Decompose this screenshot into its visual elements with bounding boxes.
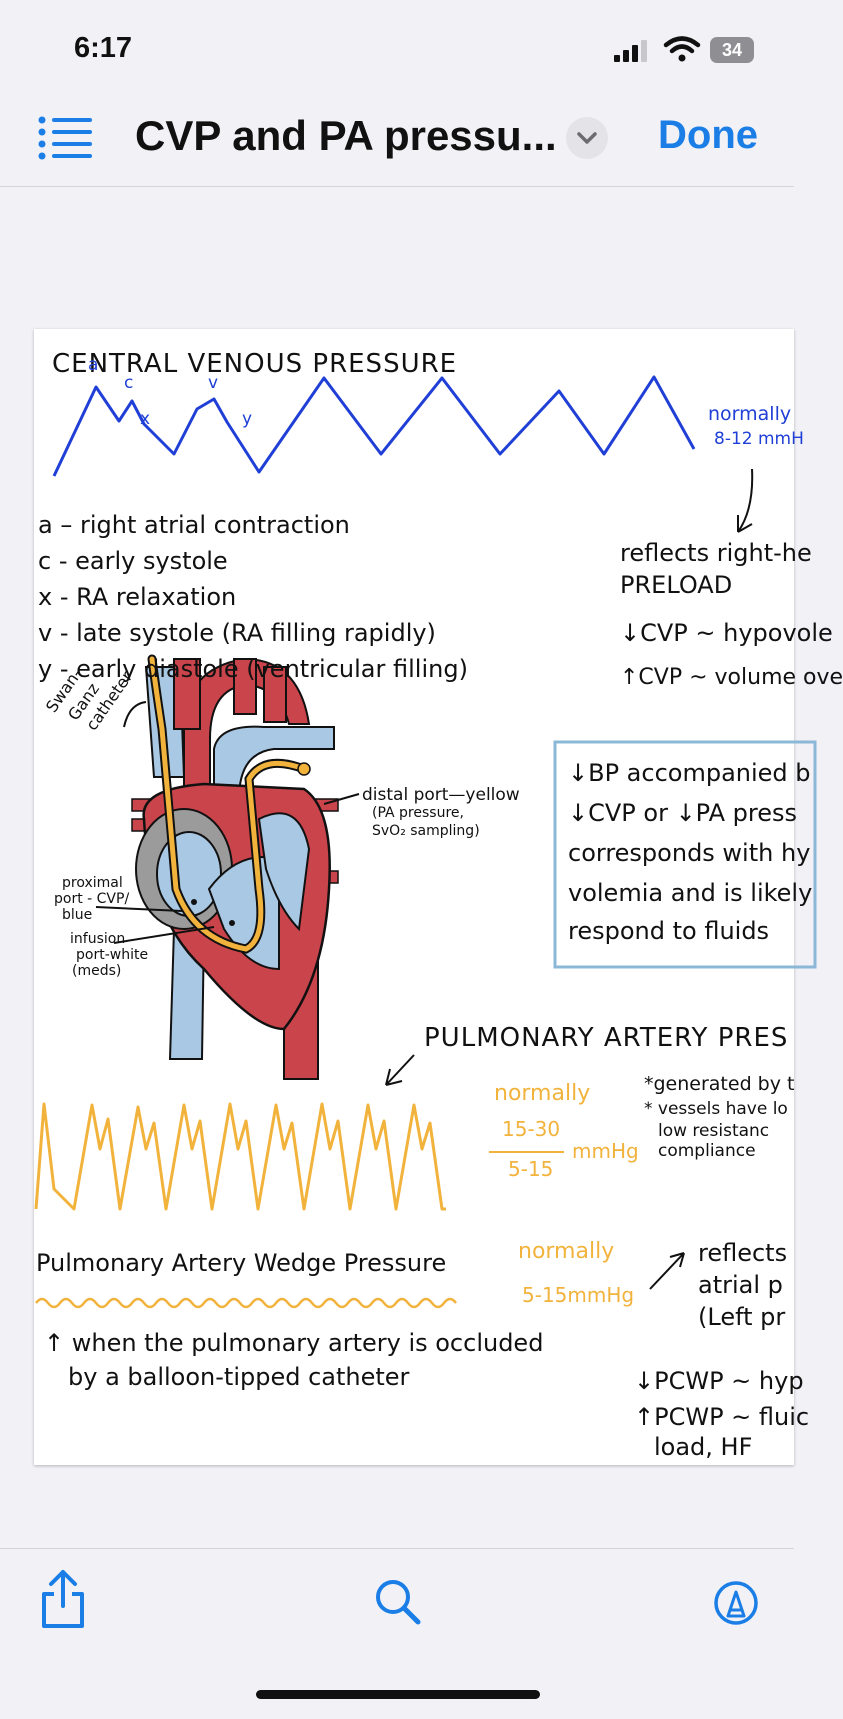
cvp-low-note: ↓CVP ~ hypovole xyxy=(620,619,833,647)
pawp-normal-range: 5-15mmHg xyxy=(522,1283,635,1307)
battery-icon: 34 xyxy=(710,37,754,63)
infusion-port-line2: port-white xyxy=(76,947,149,963)
pa-note-3: low resistanc xyxy=(658,1121,770,1141)
pawp-heading: Pulmonary Artery Wedge Pressure xyxy=(36,1249,447,1277)
heart-diagram xyxy=(95,654,360,1080)
box-line-3: corresponds with hy xyxy=(568,839,811,867)
pawp-reflects-line2: atrial p xyxy=(698,1271,783,1299)
pa-note-1: *generated by t xyxy=(644,1073,795,1095)
navigation-bar xyxy=(0,100,794,187)
cellular-signal-icon xyxy=(614,40,647,62)
cvp-heading: CENTRAL VENOUS PRESSURE xyxy=(52,349,458,379)
wifi-icon xyxy=(663,36,701,62)
pawp-desc-line2: by a balloon-tipped catheter xyxy=(68,1363,410,1391)
wave-label-v: v xyxy=(208,373,219,393)
pa-note-2: * vessels have lo xyxy=(644,1099,788,1119)
pawp-waveform xyxy=(35,1297,457,1309)
wave-label-x: x xyxy=(140,409,151,429)
cvp-legend-v: v - late systole (RA filling rapidly) xyxy=(38,619,436,647)
pawp-reflects-line3: (Left pr xyxy=(698,1303,786,1331)
pa-diastolic-range: 5-15 xyxy=(508,1157,554,1181)
distal-port-line2: (PA pressure, xyxy=(372,805,464,821)
document-title[interactable]: CVP and PA pressu... xyxy=(135,112,557,159)
box-line-1: ↓BP accompanied b xyxy=(568,759,811,787)
cvp-legend-x: x - RA relaxation xyxy=(38,583,237,611)
pawp-normal-label: normally xyxy=(518,1239,615,1264)
proximal-port-line2: port - CVP/ xyxy=(54,891,130,907)
cvp-legend-y: y - early diastole (ventricular filling) xyxy=(38,655,468,683)
markup-icon[interactable] xyxy=(713,1580,759,1626)
infusion-port-line1: infusion xyxy=(70,931,126,947)
wave-label-a: a xyxy=(88,355,99,375)
pcwp-high-note-1: ↑PCWP ~ fluic xyxy=(634,1403,810,1431)
title-menu-button[interactable] xyxy=(566,117,608,159)
cvp-reflects-line1: reflects right-he xyxy=(620,539,812,567)
pa-systolic-range: 15-30 xyxy=(502,1117,561,1141)
pcwp-high-note-2: load, HF xyxy=(654,1433,753,1461)
cvp-normal-range: 8-12 mmH xyxy=(714,429,804,449)
proximal-port-line3: blue xyxy=(62,907,93,923)
proximal-port-line1: proximal xyxy=(62,875,123,891)
page-graphics xyxy=(34,375,817,1309)
pa-waveform xyxy=(34,1102,446,1211)
box-line-5: respond to fluids xyxy=(568,917,770,945)
distal-port-line3: SvO₂ sampling) xyxy=(372,823,480,839)
wave-label-y: y xyxy=(242,409,253,429)
cvp-waveform xyxy=(52,375,696,477)
distal-port-line1: distal port—yellow xyxy=(362,785,520,805)
pcwp-low-note: ↓PCWP ~ hyp xyxy=(634,1367,804,1395)
pawp-reflects-line1: reflects xyxy=(698,1239,788,1267)
home-indicator[interactable] xyxy=(256,1690,540,1699)
list-icon[interactable] xyxy=(38,115,94,160)
pa-note-4: compliance xyxy=(658,1141,756,1161)
cvp-legend-a: a – right atrial contraction xyxy=(38,511,350,539)
cvp-reflects-line2: PRELOAD xyxy=(620,571,733,599)
fluids-note-box xyxy=(553,740,817,969)
share-icon[interactable] xyxy=(38,1568,88,1630)
status-time: 6:17 xyxy=(74,32,133,64)
cvp-normal-label: normally xyxy=(708,403,792,425)
done-button[interactable]: Done xyxy=(658,113,758,157)
infusion-port-line3: (meds) xyxy=(72,963,122,979)
cvp-high-note: ↑CVP ~ volume ove xyxy=(620,665,843,690)
pa-normal-label: normally xyxy=(494,1081,591,1106)
cvp-legend-c: c - early systole xyxy=(38,547,228,575)
chevron-down-icon xyxy=(577,132,597,144)
status-bar: 6:17 34 xyxy=(0,0,794,100)
pa-heading: PULMONARY ARTERY PRES xyxy=(424,1023,789,1053)
box-line-4: volemia and is likely xyxy=(568,879,813,907)
pawp-desc-line1: ↑ when the pulmonary artery is occluded xyxy=(44,1329,544,1357)
search-icon[interactable] xyxy=(374,1578,422,1626)
box-line-2: ↓CVP or ↓PA press xyxy=(568,799,798,827)
document-page: CENTRAL VENOUS PRESSURE a c x v y normal… xyxy=(34,329,843,1465)
wave-label-c: c xyxy=(124,373,134,393)
pa-unit: mmHg xyxy=(572,1139,639,1163)
